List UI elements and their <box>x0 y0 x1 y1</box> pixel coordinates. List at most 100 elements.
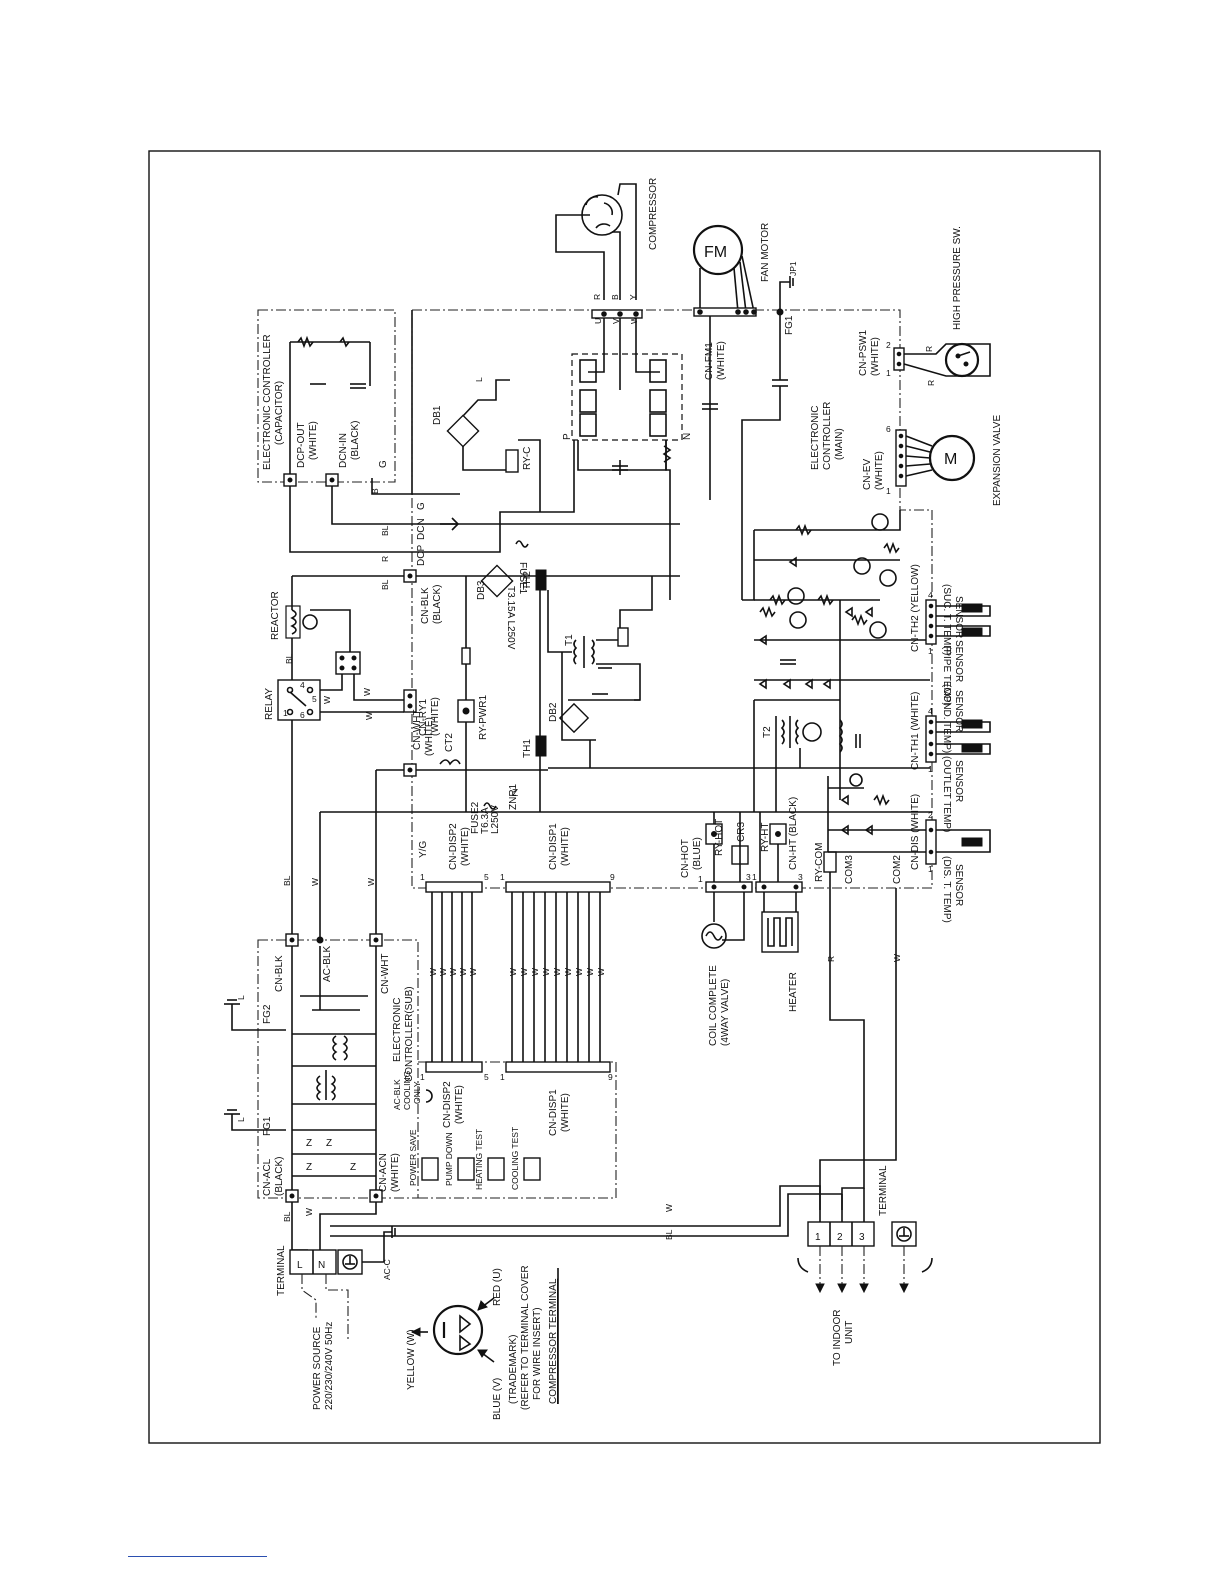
cn-fm1-color: (WHITE) <box>716 341 727 380</box>
ev-symbol: M <box>944 451 957 468</box>
ribbon-w-10: W <box>552 968 562 976</box>
compressor: COMPRESSOR <box>555 178 659 300</box>
wire-bl-long-1: BL <box>282 875 292 886</box>
cn-disp2-main-color: (WHITE) <box>460 827 471 866</box>
cn-ry1-color: (WHITE) <box>430 697 441 736</box>
switch-pump-down[interactable]: PUMP DOWN <box>444 1132 475 1186</box>
ry-ht-label: RY-HT <box>760 823 771 852</box>
terminal-note-3: FOR WIRE INSERT) <box>532 1307 543 1400</box>
wire-bl-reactor: BL <box>284 653 294 664</box>
cn-wht-label: CN-WHT <box>412 709 423 750</box>
sub-cn-wht-label: CN-WHT <box>380 953 391 994</box>
switch-power-save-label: POWER SAVE <box>408 1129 418 1186</box>
capacitor-controller-sub: (CAPACITOR) <box>274 381 285 445</box>
terminal-red-label: RED (U) <box>492 1268 503 1306</box>
psw-wire-r-1: R <box>924 346 934 352</box>
cn-wht-color: (WHITE) <box>424 717 435 756</box>
disp1-pin-9: 9 <box>610 872 615 882</box>
ry-c-label: RY-C <box>522 447 533 470</box>
main-controller-title: ELECTRONIC <box>810 406 821 470</box>
dis-pin-2: 2 <box>928 810 933 820</box>
fan-motor: FM FAN MOTOR <box>692 223 771 313</box>
db1-label: DB1 <box>432 405 443 425</box>
dcp-out-label: DCP-OUT <box>296 422 307 468</box>
to-indoor-sub: UNIT <box>844 1321 855 1344</box>
controller-main-boundary <box>411 309 933 889</box>
cn-disp1-main-color: (WHITE) <box>560 827 571 866</box>
ribbon-w-14: W <box>596 968 606 976</box>
ry-com: RY-COM COM3 COM2 R W <box>814 843 903 1210</box>
sensor-dis-sub: (DIS. T. TEMP) <box>941 856 952 923</box>
wire-w-long-2: W <box>366 878 376 886</box>
main-controller-line2: CONTROLLER <box>822 402 833 470</box>
ribbon-w-4: W <box>458 968 468 976</box>
th1-pin-1: 1 <box>928 764 933 774</box>
to-indoor-label: TO INDOOR <box>832 1310 843 1366</box>
indoor-terminal-1: 1 <box>815 1232 821 1243</box>
fuse1-rating: T3.15A L250V <box>505 586 516 650</box>
relay-pin-5: 5 <box>312 694 317 704</box>
inverter-module: P N <box>562 316 718 600</box>
sub-controller-sub: CONTROLLER(SUB) <box>404 986 415 1082</box>
cn-blk-main-label: CN-BLK <box>420 587 431 624</box>
cn-disp1-main-label: CN-DISP1 <box>548 823 559 870</box>
sub-disp1-pin-1: 1 <box>500 1072 505 1082</box>
disp1-pin-1: 1 <box>500 872 505 882</box>
terminal-right-label: TERMINAL <box>878 1165 889 1216</box>
sub-cn-disp2-color: (WHITE) <box>454 1085 465 1124</box>
ribbon-w-8: W <box>530 968 540 976</box>
fuse2-rating: T6.3A <box>480 807 491 834</box>
switch-heating-test[interactable]: HEATING TEST <box>474 1129 505 1190</box>
cn-th2-label: CN-TH2 (YELLOW) <box>910 564 921 652</box>
cn-ry1-connector <box>403 689 417 713</box>
dcp-label: DCP <box>416 545 427 566</box>
th2-pin-4: 4 <box>928 590 933 600</box>
sub-cn-acn-color: (WHITE) <box>390 1153 401 1192</box>
dcn-in-label: DCN-IN <box>338 433 349 468</box>
cn-hot-pin-1: 1 <box>698 874 703 884</box>
wire-r-com: R <box>826 956 836 962</box>
wire-label-w: W <box>629 316 639 324</box>
switch-power-save[interactable]: POWER SAVE <box>408 1129 439 1186</box>
cn-dis-label: CN-DIS (WHITE) <box>910 794 921 870</box>
indoor-terminal-2: 2 <box>837 1232 843 1243</box>
ribbon-w-11: W <box>563 968 573 976</box>
wire-bl-long-term: BL <box>664 1229 674 1240</box>
diagram-frame <box>148 150 1101 1444</box>
cn-psw1-connector <box>893 347 905 371</box>
znr1-label: ZNR1 <box>508 783 519 810</box>
ground-fan: JP1 <box>779 261 798 312</box>
sensor-suc-label: SENSOR <box>953 596 964 638</box>
dcn-label: DCN <box>416 518 427 540</box>
sub-ac-blk-label: AC-BLK <box>322 946 333 982</box>
ac-c-label: G <box>378 460 389 468</box>
wire-color-y: Y <box>628 294 638 300</box>
switch-cooling-test[interactable]: COOLING TEST <box>510 1127 541 1190</box>
terminal-blue-label: BLUE (V) <box>492 1378 503 1420</box>
ribbon-w-3: W <box>448 968 458 976</box>
sub-cn-acl-color: (BLACK) <box>274 1157 285 1196</box>
fuse2-label: FUSE2 <box>470 801 481 834</box>
indoor-terminal-3: 3 <box>859 1232 865 1243</box>
jp1-label: AC-BLK <box>392 1079 402 1110</box>
fg1-main-label: FG1 <box>784 315 795 335</box>
cn-hot-label: CN-HOT <box>680 839 691 878</box>
sub-znr-glyph-1: Z <box>306 1138 312 1149</box>
heater-label: HEATER <box>788 972 799 1012</box>
terminal-legend-title: COMPRESSOR TERMINAL <box>548 1278 559 1404</box>
main-cn-disp2 <box>425 881 483 893</box>
compressor-terminal-legend: YELLOW (W) RED (U) BLUE (V) (TRADEMARK) … <box>406 1265 559 1420</box>
dcn-in-color: (BLACK) <box>350 421 361 460</box>
dis-pin-1: 1 <box>928 864 933 874</box>
db2-label: DB2 <box>548 702 559 722</box>
disp2-pin-1: 1 <box>420 872 425 882</box>
relay-pin-1: 1 <box>283 708 288 718</box>
cn-ev-pin-6: 6 <box>886 424 891 434</box>
wire-w-com: W <box>892 954 902 962</box>
cn-ev-label: CN-EV <box>862 459 873 490</box>
sub-controller-title: ELECTRONIC <box>392 998 403 1062</box>
relay: RELAY 1 4 6 5 W W W <box>264 674 404 721</box>
th2: TH2 <box>522 569 547 591</box>
ry-pwr1-label: RY-PWR1 <box>478 695 489 740</box>
t1-transformer: T1 <box>547 576 653 741</box>
